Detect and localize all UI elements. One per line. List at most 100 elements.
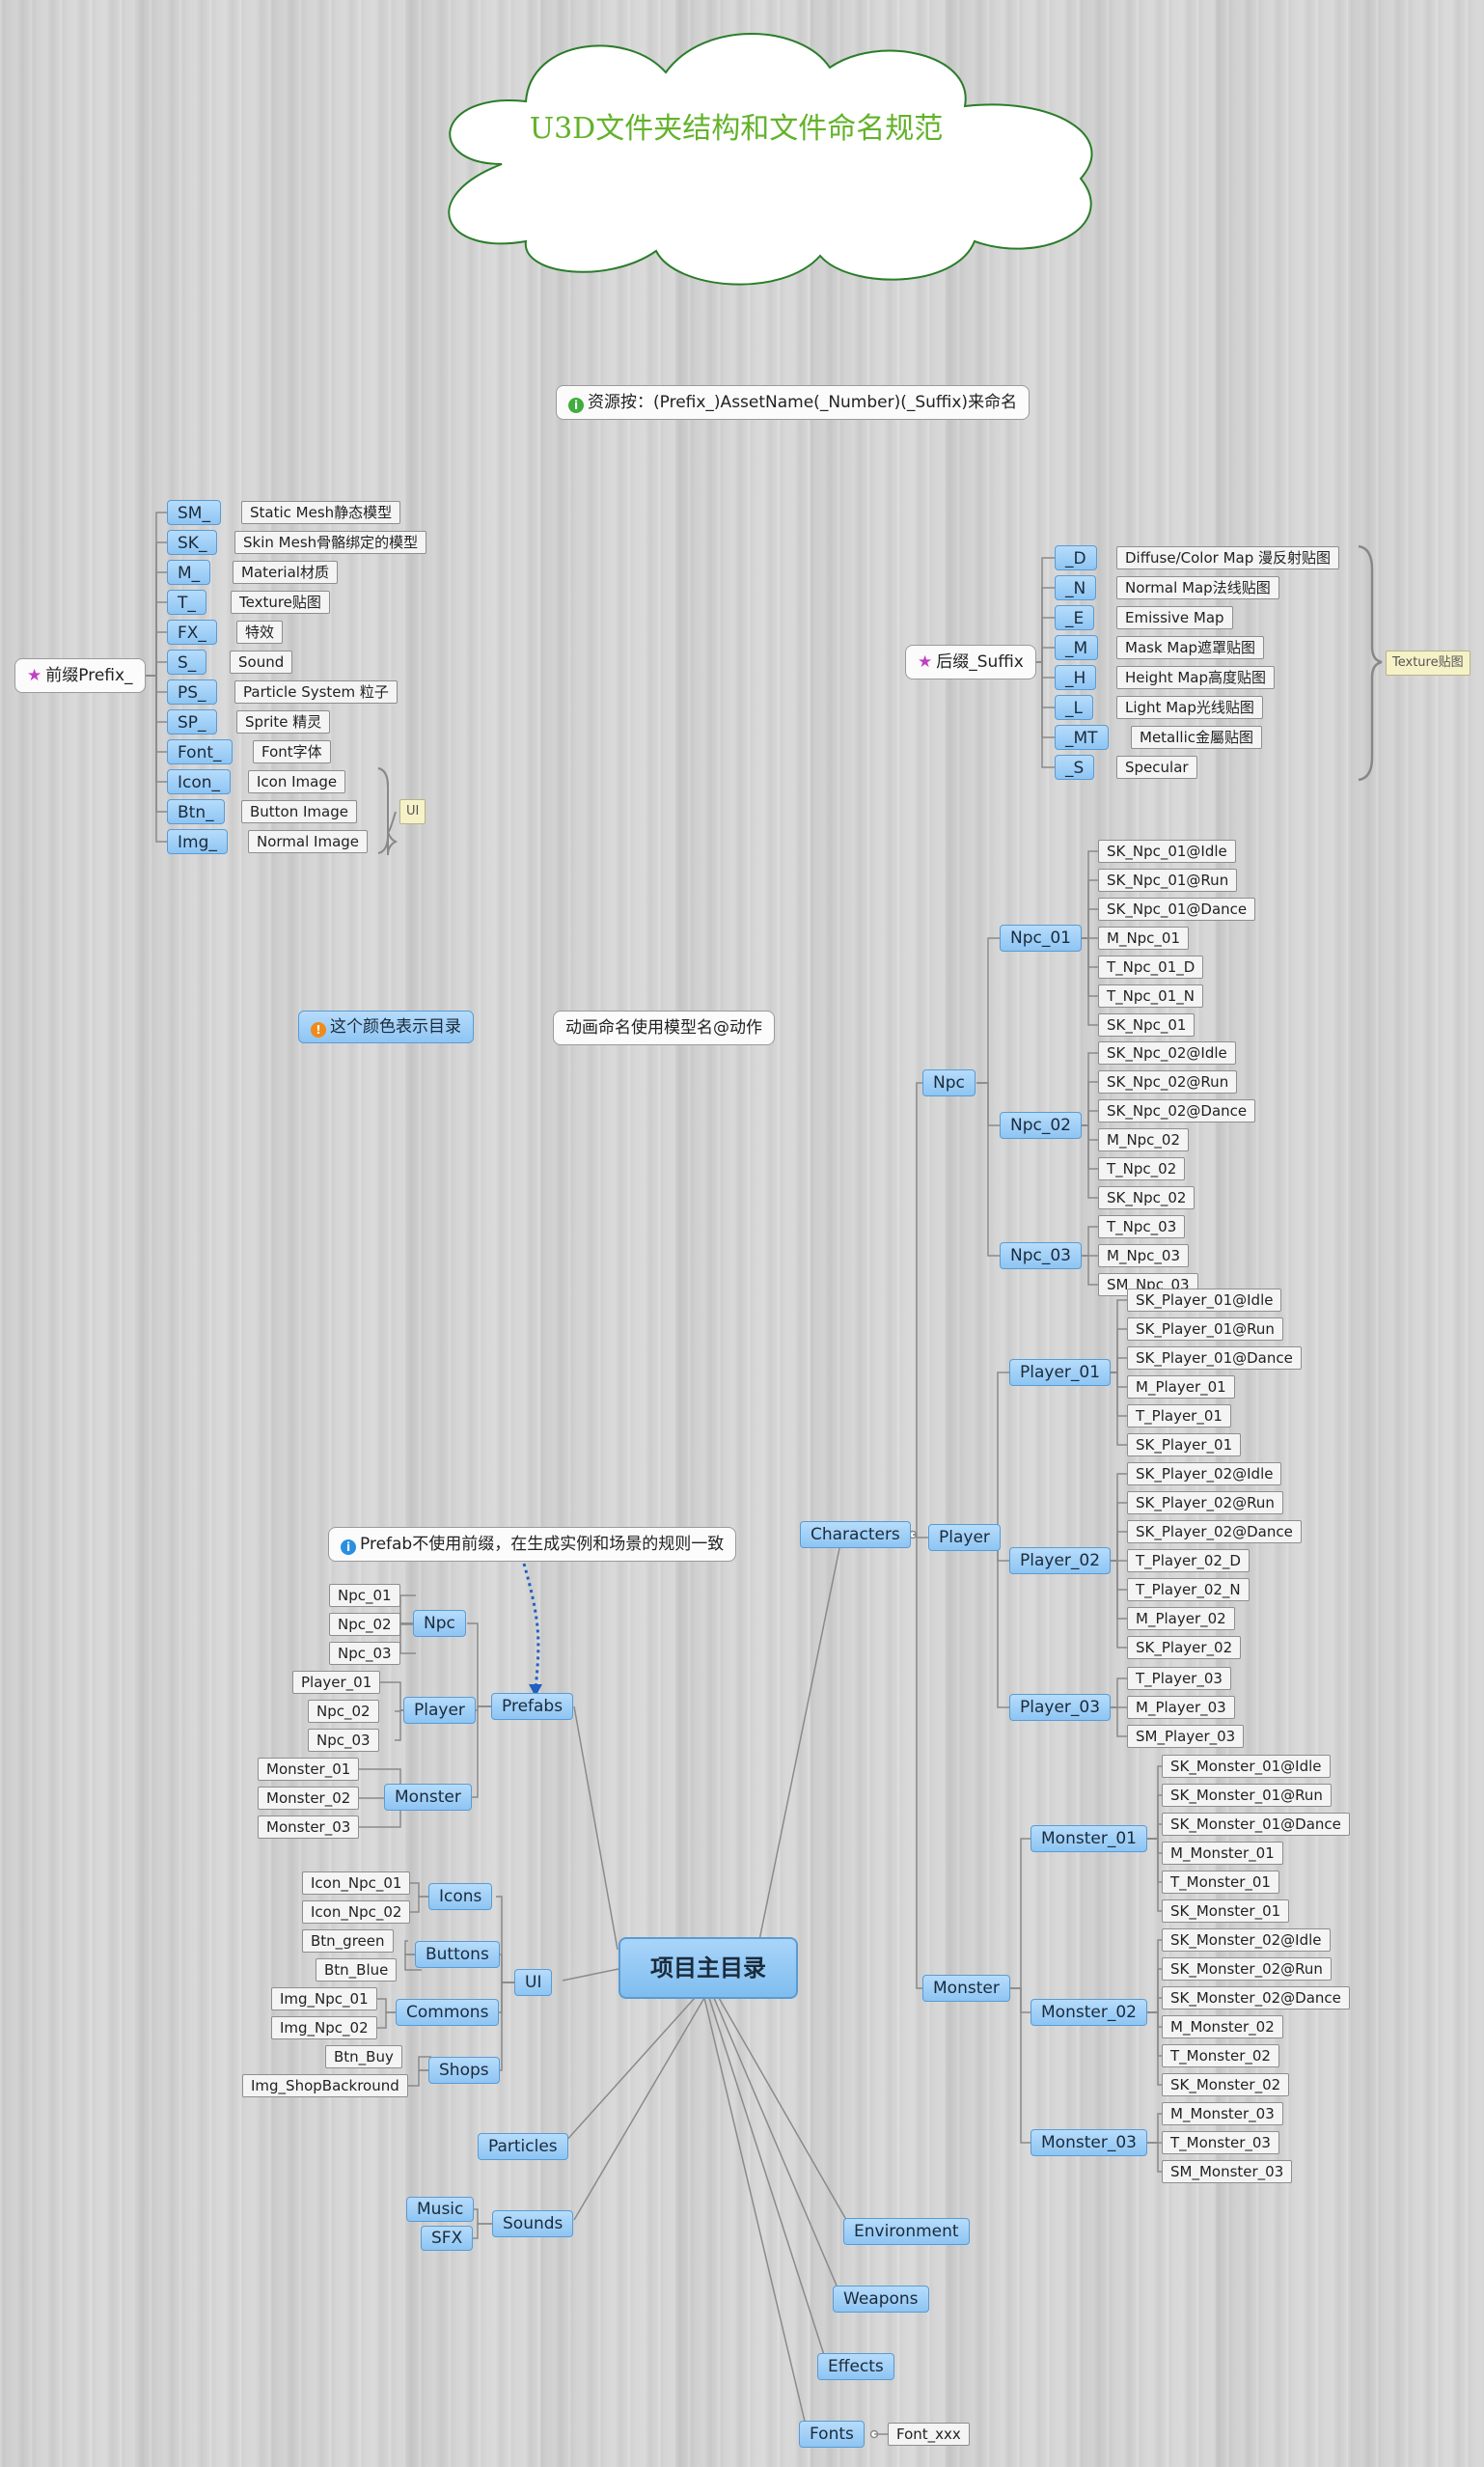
file-p01-4: T_Player_01: [1127, 1404, 1231, 1428]
sounds-folder[interactable]: Sounds: [492, 2210, 574, 2237]
characters-npc-npc02-folder[interactable]: Npc_02: [1000, 1112, 1082, 1139]
prefix-code-0[interactable]: SM_: [167, 500, 221, 525]
prefix-code-10[interactable]: Btn_: [167, 799, 225, 824]
connector: [1146, 1939, 1162, 2013]
prefix-code-5[interactable]: S_: [167, 650, 207, 675]
star-icon: ★: [918, 652, 933, 672]
ui-prefix-tag: UI: [399, 799, 426, 824]
connector: [1146, 2011, 1162, 2057]
particles-folder[interactable]: Particles: [478, 2133, 568, 2160]
prefab-file-npc-2: Npc_03: [329, 1642, 400, 1665]
file-m02-1: SK_Monster_02@Run: [1162, 1957, 1332, 1981]
file-npc02-5: SK_Npc_02: [1098, 1186, 1195, 1209]
ui-file-shops-1: Img_ShopBackround: [242, 2074, 408, 2097]
prefix-desc-8: Font字体: [253, 740, 331, 763]
fonts-folder[interactable]: Fonts: [799, 2421, 865, 2448]
prefix-desc-10: Button Image: [241, 800, 357, 823]
suffix-code-1[interactable]: _N: [1055, 575, 1097, 600]
file-p03-0: T_Player_03: [1127, 1667, 1231, 1690]
prefabs-folder[interactable]: Prefabs: [491, 1693, 574, 1720]
file-p01-1: SK_Player_01@Run: [1127, 1317, 1283, 1341]
warning-icon: !: [311, 1022, 326, 1038]
prefix-code-8[interactable]: Font_: [167, 739, 233, 764]
effects-folder[interactable]: Effects: [817, 2353, 894, 2380]
prefabs-player-folder[interactable]: Player: [403, 1697, 476, 1724]
connector: [562, 1968, 619, 1982]
connector: [573, 1705, 618, 1951]
prefab-file-player-1: Npc_02: [308, 1700, 379, 1723]
file-p02-2: SK_Player_02@Dance: [1127, 1520, 1302, 1543]
characters-monster-m03-folder[interactable]: Monster_03: [1031, 2129, 1147, 2156]
file-p01-3: M_Player_01: [1127, 1375, 1235, 1399]
connector: [399, 1622, 416, 1654]
suffix-desc-6: Metallic金屬贴图: [1131, 726, 1262, 749]
suffix-code-7[interactable]: _S: [1055, 755, 1095, 780]
file-npc01-1: SK_Npc_01@Run: [1098, 869, 1238, 892]
file-npc02-3: M_Npc_02: [1098, 1128, 1190, 1151]
connector: [1146, 1838, 1162, 1854]
root-directory[interactable]: 项目主目录: [618, 1937, 798, 1999]
connector: [467, 1622, 491, 1707]
connector: [718, 1997, 850, 2226]
connector: [976, 1082, 1000, 1257]
connector: [1106, 1706, 1127, 1737]
prefix-code-3[interactable]: T_: [167, 590, 206, 615]
characters-folder[interactable]: Characters: [800, 1521, 911, 1548]
ui-folder[interactable]: UI: [514, 1969, 553, 1996]
suffix-code-4[interactable]: _H: [1055, 665, 1097, 690]
characters-player-p03-folder[interactable]: Player_03: [1009, 1694, 1112, 1721]
ui-commons-folder[interactable]: Commons: [396, 1999, 500, 2026]
ui-icons-folder[interactable]: Icons: [428, 1883, 493, 1910]
connector: [703, 1997, 807, 2426]
prefabs-npc-folder[interactable]: Npc: [413, 1610, 466, 1637]
prefix-code-1[interactable]: SK_: [167, 530, 218, 555]
suffix-code-0[interactable]: _D: [1055, 545, 1097, 570]
suffix-code-3[interactable]: _M: [1055, 635, 1099, 660]
connector: [1077, 1124, 1098, 1199]
environment-folder[interactable]: Environment: [843, 2218, 970, 2245]
prefix-code-7[interactable]: SP_: [167, 709, 217, 735]
file-m01-1: SK_Monster_01@Run: [1162, 1784, 1332, 1807]
file-npc03-1: M_Npc_03: [1098, 1244, 1190, 1267]
ui-buttons-folder[interactable]: Buttons: [415, 1941, 500, 1968]
connector: [713, 1997, 840, 2293]
weapons-folder[interactable]: Weapons: [833, 2286, 929, 2313]
connector: [145, 661, 167, 677]
characters-npc-folder[interactable]: Npc: [922, 1069, 976, 1096]
characters-npc-npc03-folder[interactable]: Npc_03: [1000, 1242, 1082, 1269]
characters-player-p01-folder[interactable]: Player_01: [1009, 1359, 1112, 1386]
prefix-code-6[interactable]: PS_: [167, 679, 217, 705]
prefix-code-4[interactable]: FX_: [167, 620, 217, 645]
prefix-desc-2: Material材质: [233, 561, 338, 584]
connector: [377, 2011, 396, 2029]
ui-file-buttons-1: Btn_Blue: [316, 1958, 398, 1982]
characters-monster-m02-folder[interactable]: Monster_02: [1031, 1999, 1147, 2026]
characters-player-folder[interactable]: Player: [928, 1524, 1001, 1551]
characters-monster-m01-folder[interactable]: Monster_01: [1031, 1825, 1147, 1852]
prefix-code-2[interactable]: M_: [167, 560, 211, 585]
connector: [1009, 1838, 1031, 1989]
suffix-code-6[interactable]: _MT: [1055, 725, 1109, 750]
sounds-file-0[interactable]: Music: [406, 2197, 475, 2222]
suffix-code-5[interactable]: _L: [1055, 695, 1093, 720]
connector: [404, 1954, 422, 1971]
characters-player-p02-folder[interactable]: Player_02: [1009, 1547, 1112, 1574]
connector: [408, 1882, 428, 1898]
file-p03-1: M_Player_03: [1127, 1696, 1235, 1719]
characters-monster-folder[interactable]: Monster: [922, 1975, 1010, 2002]
suffix-code-2[interactable]: _E: [1055, 605, 1095, 630]
prefix-code-9[interactable]: Icon_: [167, 769, 232, 794]
connector: [496, 1896, 514, 1983]
title-cloud: [448, 33, 1093, 286]
characters-npc-npc01-folder[interactable]: Npc_01: [1000, 925, 1082, 952]
connector: [1146, 1997, 1162, 2013]
file-p02-1: SK_Player_02@Run: [1127, 1491, 1283, 1514]
prefabs-monster-folder[interactable]: Monster: [384, 1784, 472, 1811]
sounds-file-1[interactable]: SFX: [421, 2226, 474, 2251]
file-npc03-0: T_Npc_03: [1098, 1215, 1186, 1238]
ui-shops-folder[interactable]: Shops: [428, 2057, 500, 2084]
prefix-code-11[interactable]: Img_: [167, 829, 228, 854]
file-npc01-3: M_Npc_01: [1098, 927, 1190, 950]
connector: [145, 675, 167, 843]
connector: [913, 1534, 922, 1989]
